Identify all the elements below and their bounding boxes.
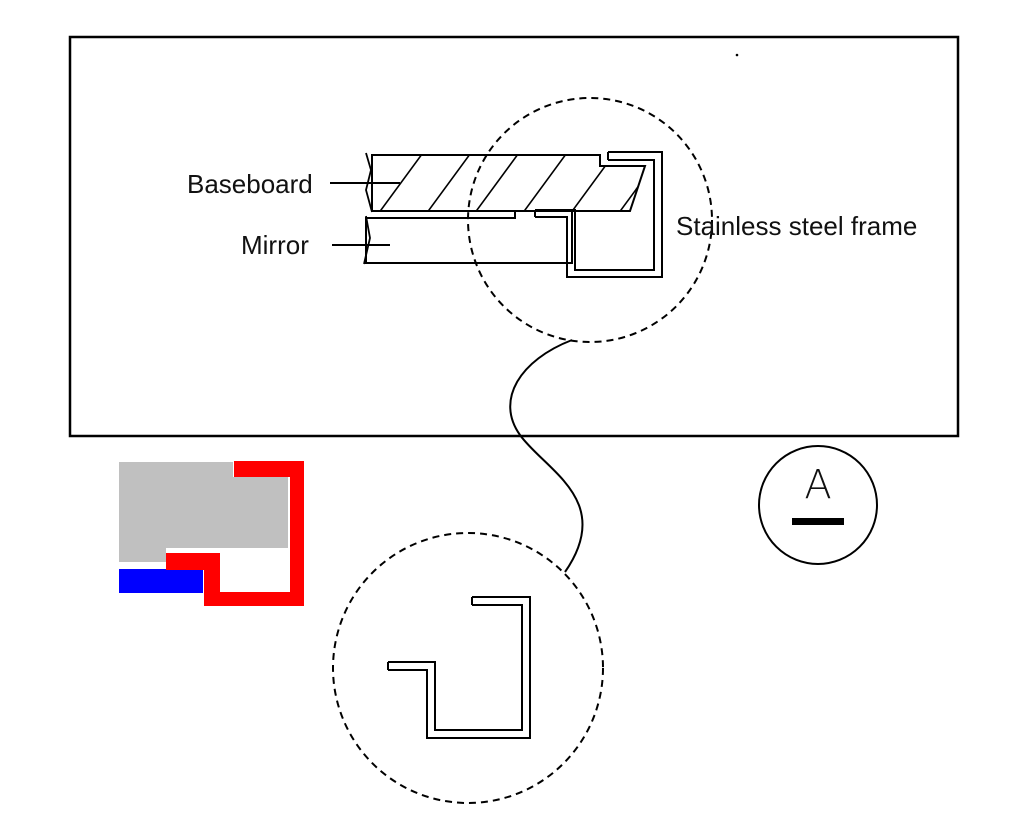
colored-section-schematic (119, 461, 304, 606)
stainless-steel-frame-label: Stainless steel frame (676, 211, 917, 241)
schematic-frame (166, 461, 304, 606)
stray-dot (735, 53, 739, 57)
baseboard-label: Baseboard (187, 169, 313, 199)
detail-marker-letter: A (804, 462, 831, 508)
detail-marker-bar (792, 518, 844, 525)
mirror-label: Mirror (241, 230, 309, 260)
callout-connector-curve (509, 339, 584, 573)
detail-callout-circle (467, 97, 713, 343)
schematic-baseboard (119, 462, 288, 562)
drawing-border (68, 35, 960, 438)
enlarged-frame-profile (387, 596, 531, 739)
schematic-mirror (119, 569, 203, 593)
stainless-steel-frame-profile (534, 151, 663, 278)
detail-marker-a: A (758, 445, 878, 565)
enlarged-detail-circle (332, 532, 604, 804)
